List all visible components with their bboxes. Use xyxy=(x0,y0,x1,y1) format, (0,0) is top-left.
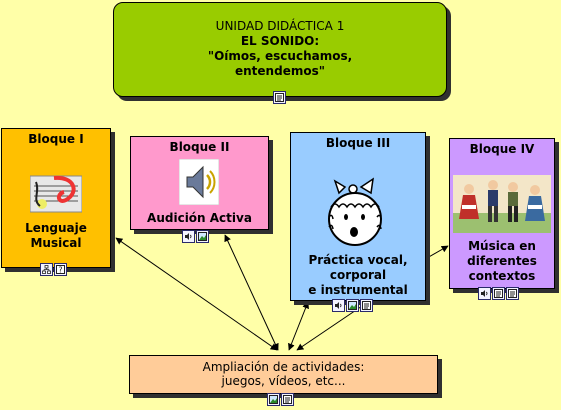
image-icon[interactable] xyxy=(346,299,359,312)
svg-text:?: ? xyxy=(58,266,62,275)
note-icon[interactable] xyxy=(273,91,286,104)
bloque-1-title: Bloque I xyxy=(28,132,84,146)
note-icon[interactable] xyxy=(360,299,373,312)
speaker-image-icon xyxy=(179,159,219,205)
help-icon[interactable]: ? xyxy=(54,263,67,276)
arrow-bloque1-ampliacion xyxy=(115,237,278,351)
image-icon[interactable] xyxy=(267,393,280,406)
bloque-4-title: Bloque IV xyxy=(469,142,535,156)
ampliacion-line2: juegos, vídeos, etc... xyxy=(221,374,346,388)
bloque-4-label-line3: contextos xyxy=(468,269,536,283)
bloque-4-label-line1: Música en xyxy=(468,239,536,253)
speaker-icon[interactable] xyxy=(478,287,491,300)
bloque-3-label-line1: Práctica vocal, xyxy=(308,253,408,267)
note-icon[interactable] xyxy=(506,287,519,300)
ampliacion-node[interactable]: Ampliación de actividades: juegos, vídeo… xyxy=(129,355,438,394)
root-line4: entendemos" xyxy=(235,64,325,78)
note-icon[interactable] xyxy=(492,287,505,300)
root-line2: EL SONIDO: xyxy=(240,34,320,48)
speaker-icon[interactable] xyxy=(332,299,345,312)
speaker-icon[interactable] xyxy=(182,230,195,243)
bloque-3-label-line3: e instrumental xyxy=(308,283,408,297)
bloque-1-label-line1: Lenguaje xyxy=(25,221,87,235)
music-notation-icon xyxy=(30,175,82,213)
bloque-2-title: Bloque II xyxy=(169,140,230,154)
bloque-2-label: Audición Activa xyxy=(147,211,252,225)
bloque-3-title: Bloque III xyxy=(325,136,391,150)
folk-dancers-icon xyxy=(453,175,551,233)
bloque-4-node[interactable]: Bloque IV Música en diferentes contextos xyxy=(449,138,555,289)
mindmap-icon[interactable] xyxy=(40,263,53,276)
bloque-3-label-line2: corporal xyxy=(329,268,387,282)
bloque-4-label-line2: diferentes xyxy=(467,254,537,268)
bloque-2-node[interactable]: Bloque II Audición Activa xyxy=(130,136,269,230)
note-icon[interactable] xyxy=(281,393,294,406)
root-line3: "Oímos, escuchamos, xyxy=(207,49,353,63)
root-line1: UNIDAD DIDÁCTICA 1 xyxy=(215,19,345,33)
bloque-3-node[interactable]: Bloque III Práctica vocal, corporal e in… xyxy=(290,132,426,301)
bloque-1-label-line2: Musical xyxy=(30,236,82,250)
unidad-didactica-node[interactable]: UNIDAD DIDÁCTICA 1 EL SONIDO: "Oímos, es… xyxy=(113,2,447,97)
image-icon[interactable] xyxy=(196,230,209,243)
arrow-bloque3-bloque4 xyxy=(426,245,449,259)
arrow-bloque2-ampliacion xyxy=(224,234,279,351)
arrow-bloque3a-ampliacion xyxy=(288,301,309,351)
ampliacion-line1: Ampliación de actividades: xyxy=(202,360,365,374)
singing-girl-icon xyxy=(328,177,382,246)
bloque-1-node[interactable]: Bloque I Lenguaje Musical xyxy=(1,128,111,268)
